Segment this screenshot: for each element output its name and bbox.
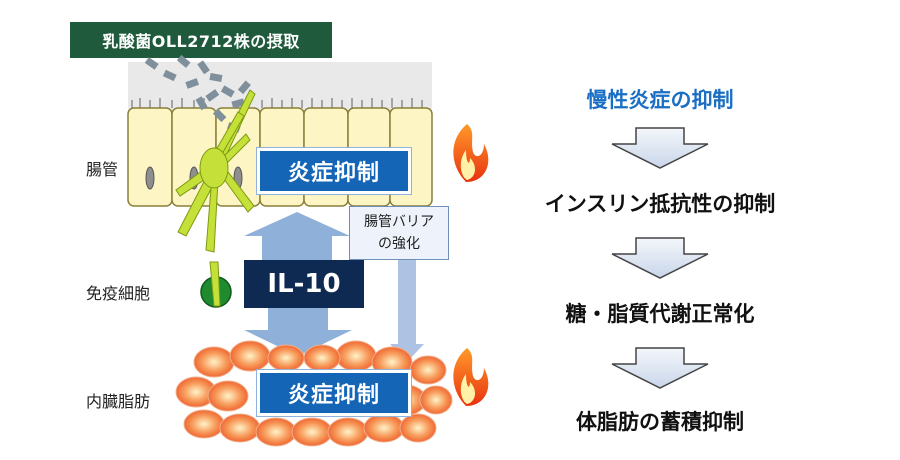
flow-title: 慢性炎症の抑制	[586, 88, 734, 112]
flow-step-fat: 体脂肪の蓄積抑制	[576, 410, 744, 434]
bacteria-cluster	[144, 54, 251, 133]
barrier-line2: の強化	[378, 236, 420, 252]
down-arrow-icon	[244, 308, 352, 356]
flow-arrows	[611, 127, 709, 389]
intake-banner: 乳酸菌OLL2712株の摂取	[70, 22, 332, 58]
barrier-strengthening-box: 腸管バリア の強化	[349, 206, 449, 260]
label-immune-cells: 免疫細胞	[86, 284, 151, 303]
down-arrow-icon	[611, 347, 709, 389]
flame-icon	[453, 124, 489, 182]
flow-step-metabolism: 糖・脂質代謝正常化	[565, 302, 755, 326]
fat-cells	[175, 340, 453, 447]
up-arrow-icon	[244, 212, 350, 262]
label-visceral-fat: 内臓脂肪	[86, 392, 151, 411]
lumen-area	[128, 62, 432, 112]
flame-icon	[453, 348, 489, 406]
inflammation-suppression-gut: 炎症抑制	[257, 148, 411, 194]
barrier-line1: 腸管バリア	[364, 214, 434, 230]
dendritic-cell	[175, 89, 256, 253]
down-arrow-icon	[611, 237, 709, 279]
label-intestine: 腸管	[86, 160, 119, 179]
il10-box: IL-10	[244, 260, 364, 308]
flow-step-insulin: インスリン抵抗性の抑制	[544, 192, 776, 216]
inflammation-suppression-fat: 炎症抑制	[257, 370, 411, 416]
microvilli	[131, 98, 423, 108]
down-arrow-icon	[611, 127, 709, 169]
